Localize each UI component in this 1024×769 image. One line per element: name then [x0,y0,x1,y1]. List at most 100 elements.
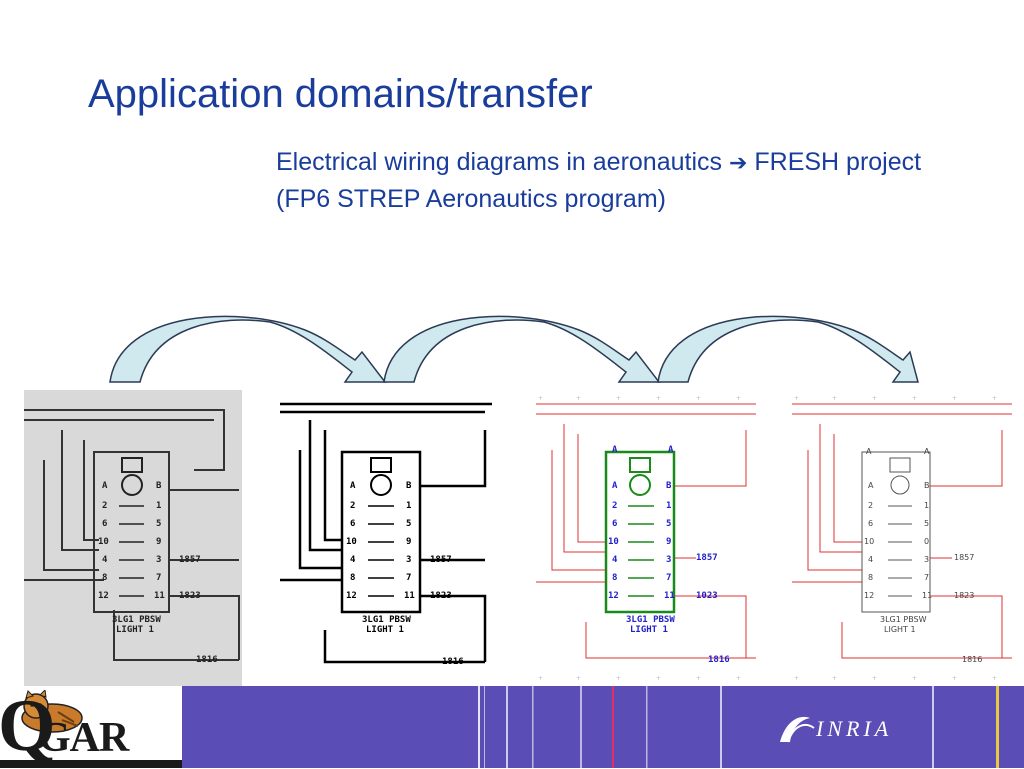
qgar-wordmark: GAR [38,715,129,761]
qgar-logo: Q GAR [0,685,182,768]
svg-text:8: 8 [612,573,617,583]
svg-text:3LG1 PBSW: 3LG1 PBSW [362,615,411,625]
svg-text:+: + [696,675,701,682]
curved-arrow-1 [109,315,387,383]
svg-text:+: + [794,675,799,682]
svg-text:11: 11 [922,591,932,600]
svg-text:5: 5 [924,519,929,528]
svg-text:10: 10 [608,537,619,547]
svg-text:1823: 1823 [954,591,974,600]
svg-text:A: A [866,447,872,456]
svg-text:+: + [576,395,581,402]
svg-text:2: 2 [102,501,107,511]
svg-text:6: 6 [350,519,355,529]
svg-text:3: 3 [156,555,161,565]
svg-text:7: 7 [406,573,411,583]
svg-text:+: + [538,675,543,682]
svg-text:3: 3 [406,555,411,565]
curved-arrows [109,315,919,383]
svg-text:A: A [102,481,108,491]
svg-text:5: 5 [406,519,411,529]
svg-text:9: 9 [406,537,411,547]
svg-text:+: + [736,675,741,682]
svg-text:1823: 1823 [430,591,452,601]
svg-text:B: B [924,481,930,490]
curved-arrow-3 [657,315,919,383]
svg-text:+: + [576,675,581,682]
svg-text:+: + [912,395,917,402]
svg-text:+: + [616,675,621,682]
svg-text:1816: 1816 [962,655,982,664]
svg-text:A: A [612,481,618,491]
svg-text:+: + [832,395,837,402]
svg-text:12: 12 [346,591,357,601]
svg-text:2: 2 [612,501,617,511]
svg-text:+: + [794,395,799,402]
svg-text:+: + [656,675,661,682]
svg-text:B: B [666,481,672,491]
svg-text:1823: 1823 [179,591,201,601]
svg-text:7: 7 [666,573,671,583]
svg-text:5: 5 [666,519,671,529]
inria-wordmark: INRIA [816,716,893,741]
svg-text:6: 6 [868,519,873,528]
svg-text:+: + [872,675,877,682]
svg-text:LIGHT 1: LIGHT 1 [116,625,154,635]
svg-text:+: + [832,675,837,682]
svg-text:10: 10 [864,537,874,546]
svg-text:LIGHT 1: LIGHT 1 [884,625,916,634]
svg-text:1857: 1857 [179,555,201,565]
svg-text:3LG1 PBSW: 3LG1 PBSW [626,615,675,625]
svg-text:1816: 1816 [708,655,730,665]
svg-text:11: 11 [404,591,415,601]
slide-title: Application domains/transfer [88,72,593,116]
svg-text:B: B [156,481,162,491]
svg-text:10: 10 [98,537,109,547]
svg-text:1816: 1816 [196,655,218,665]
svg-text:+: + [952,675,957,682]
svg-text:3LG1 PBSW: 3LG1 PBSW [880,615,927,624]
svg-text:LIGHT 1: LIGHT 1 [366,625,404,635]
svg-text:4: 4 [350,555,356,565]
svg-text:+: + [912,675,917,682]
svg-text:+: + [538,395,543,402]
svg-text:7: 7 [156,573,161,583]
slide-subtitle: Electrical wiring diagrams in aeronautic… [276,144,976,217]
svg-text:12: 12 [608,591,619,601]
svg-text:A: A [868,481,874,490]
svg-text:1: 1 [156,501,161,511]
cat-mascot-icon [21,690,83,733]
svg-text:1: 1 [924,501,929,510]
subtitle-text-2: FRESH project (FP6 STREP Aeronautics pro… [276,148,922,213]
svg-text:1023: 1023 [696,591,718,601]
svg-text:+: + [656,395,661,402]
svg-text:4: 4 [868,555,873,564]
svg-text:8: 8 [102,573,107,583]
svg-text:0: 0 [924,537,929,546]
curved-arrow-2 [383,315,661,383]
footer-stripes [478,686,999,768]
svg-text:+: + [952,395,957,402]
svg-text:10: 10 [346,537,357,547]
qgar-q-letter: Q [0,685,56,767]
svg-text:+: + [696,395,701,402]
svg-text:11: 11 [664,591,675,601]
svg-text:LIGHT 1: LIGHT 1 [630,625,668,635]
svg-text:+: + [872,395,877,402]
svg-text:A: A [612,445,618,455]
svg-text:6: 6 [612,519,617,529]
svg-text:1857: 1857 [954,553,974,562]
svg-text:1857: 1857 [430,555,452,565]
svg-text:7: 7 [924,573,929,582]
svg-text:1: 1 [406,501,411,511]
svg-text:5: 5 [156,519,161,529]
svg-text:B: B [406,481,412,491]
svg-text:8: 8 [350,573,355,583]
svg-text:2: 2 [350,501,355,511]
svg-text:12: 12 [98,591,109,601]
right-arrow-icon: ➔ [728,150,748,175]
